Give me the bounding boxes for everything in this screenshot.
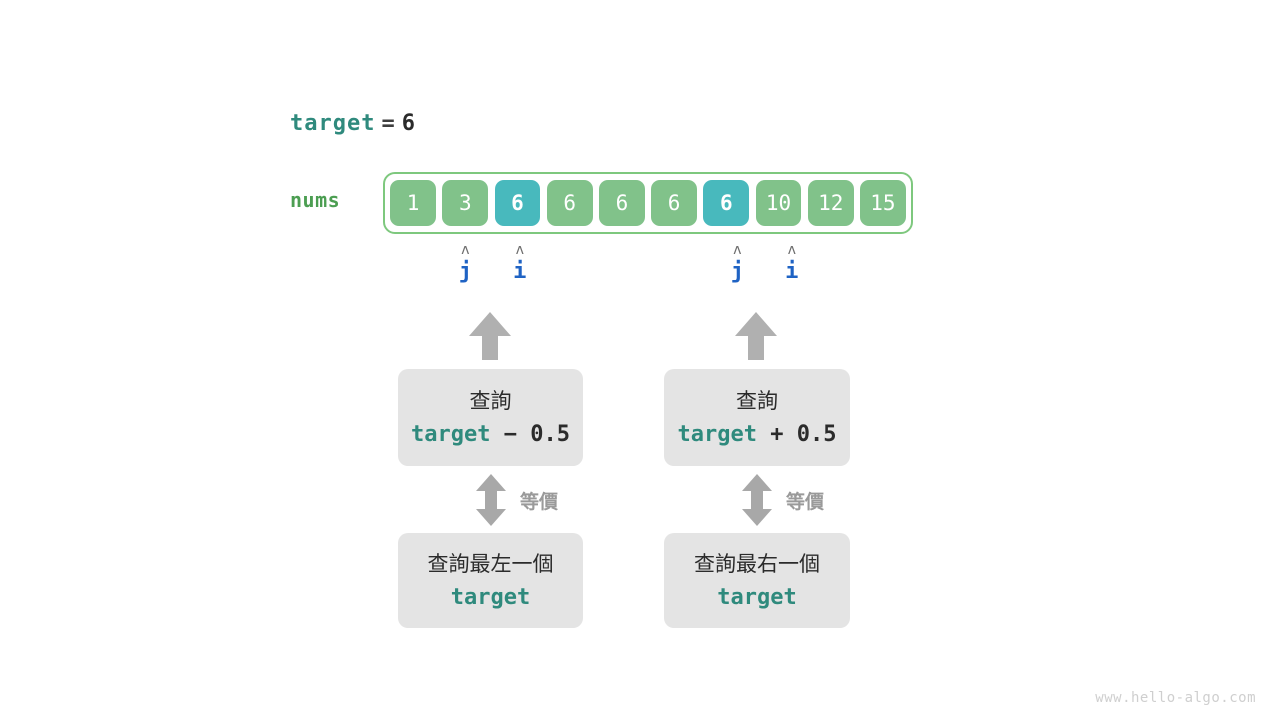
right-query-box-expression: target + 0.5 [678, 421, 837, 449]
pointer-marker-label: i [513, 259, 527, 284]
right-up-arrow-shaft [748, 335, 764, 360]
right-equiv-arrow-up-head [742, 474, 772, 491]
right-query-box-title: 查詢 [736, 389, 778, 413]
right-result-box-title: 查詢最右一個 [694, 552, 820, 576]
left-query-operand: − 0.5 [503, 422, 570, 447]
left-result-box-keyword: target [451, 584, 530, 612]
array-cell: 6 [703, 180, 750, 226]
array-cell: 3 [442, 180, 489, 226]
left-result-box: 查詢最左一個 target [398, 533, 583, 628]
array-cell: 1 [390, 180, 437, 226]
left-up-arrow-head [469, 312, 511, 336]
pointer-caret-icon: ʌ [787, 242, 797, 258]
array-cell: 6 [599, 180, 645, 226]
target-declaration: target=6 [290, 111, 416, 136]
array-cell: 12 [807, 180, 854, 226]
right-equivalence-arrow-icon [742, 474, 772, 526]
array-cell: 15 [860, 180, 906, 226]
right-up-arrow-icon [735, 312, 777, 360]
right-query-keyword: target [677, 422, 757, 447]
right-result-box-keyword: target [717, 584, 796, 612]
target-keyword: target [290, 111, 376, 136]
nums-label: nums [290, 188, 341, 212]
left-up-arrow-shaft [482, 335, 498, 360]
pointer-caret-icon: ʌ [733, 242, 742, 258]
right-result-keyword: target [717, 585, 797, 610]
array-cell: 6 [546, 180, 593, 226]
array-cell: 6 [494, 180, 541, 226]
left-query-box-expression: target − 0.5 [411, 421, 570, 449]
right-query-box: 查詢 target + 0.5 [664, 369, 850, 466]
left-up-arrow-icon [469, 312, 511, 360]
array-cell: 10 [755, 180, 802, 226]
target-value: 6 [401, 111, 416, 136]
pointer-marker-label: j [730, 259, 745, 284]
right-query-operand: + 0.5 [770, 422, 837, 447]
left-equivalence-label: 等價 [520, 491, 559, 513]
pointer-caret-icon: ʌ [515, 242, 525, 258]
left-query-box: 查詢 target − 0.5 [398, 369, 583, 466]
pointer-caret-icon: ʌ [461, 242, 470, 258]
left-query-keyword: target [411, 422, 491, 447]
left-equiv-arrow-up-head [476, 474, 506, 491]
left-equiv-arrow-bar [485, 490, 497, 511]
watermark: www.hello-algo.com [1095, 690, 1256, 706]
right-result-box: 查詢最右一個 target [664, 533, 850, 628]
right-equivalence-label: 等價 [786, 491, 825, 513]
target-operator: = [381, 111, 396, 136]
left-query-box-title: 查詢 [469, 389, 512, 413]
array-cell: 6 [651, 180, 698, 226]
pointer-marker-label: j [458, 259, 473, 284]
left-equivalence-arrow-icon [476, 474, 506, 526]
right-equiv-arrow-down-head [742, 509, 772, 526]
right-up-arrow-head [735, 312, 777, 336]
left-result-box-title: 查詢最左一個 [427, 552, 554, 576]
left-result-keyword: target [450, 585, 531, 610]
right-equiv-arrow-bar [751, 490, 763, 511]
left-equiv-arrow-down-head [476, 509, 506, 526]
pointer-marker-label: i [785, 259, 799, 284]
